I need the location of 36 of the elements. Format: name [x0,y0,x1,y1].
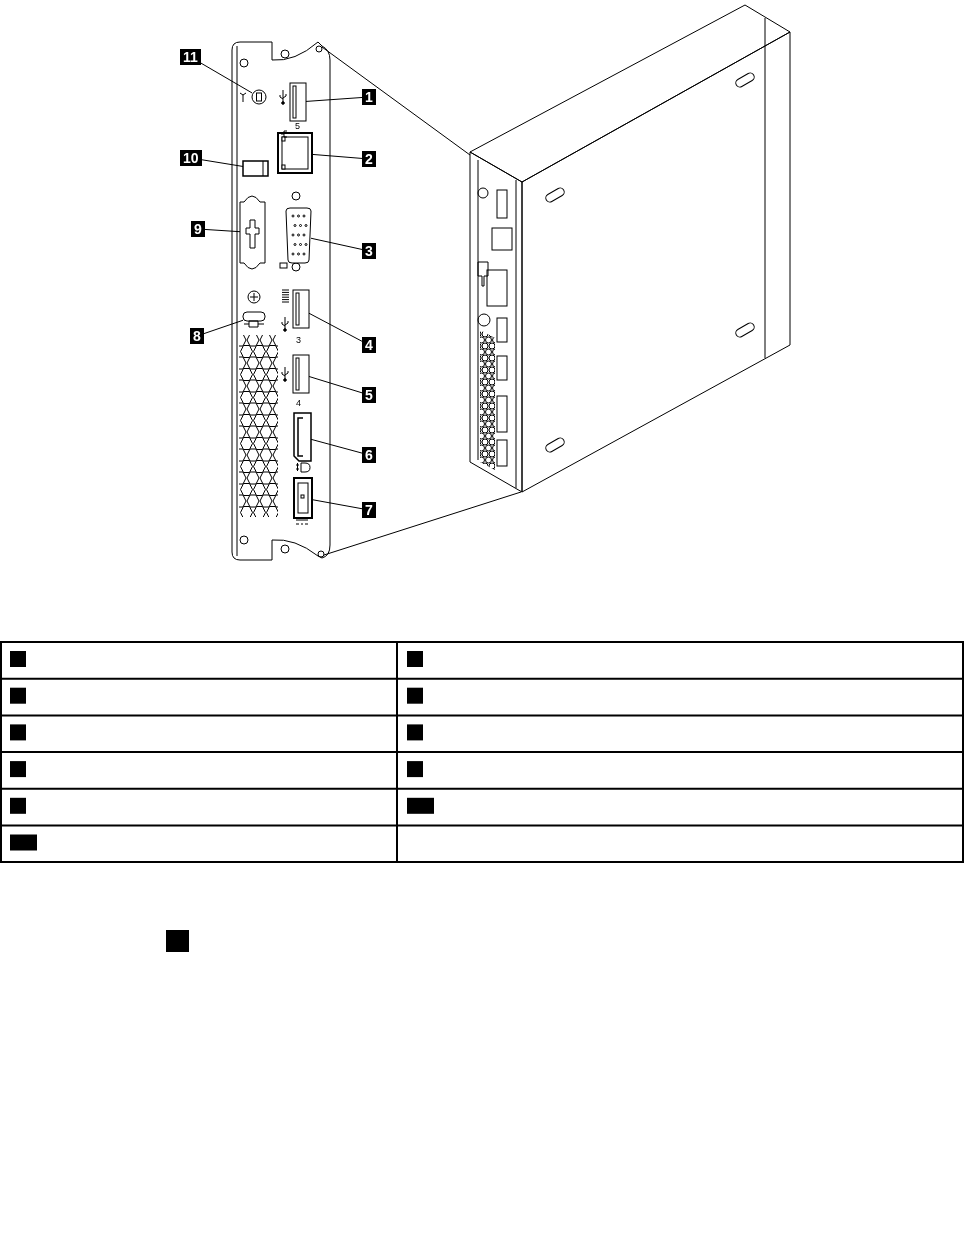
vga-port [285,207,312,264]
callout-number: 2 [362,151,376,167]
leader-line [201,159,244,167]
security-lock-slot [251,89,267,105]
leader-line [308,375,363,394]
usb-port [292,354,310,394]
usb-port [289,82,307,122]
callout-number: 11 [180,49,201,65]
leader-line [308,312,363,342]
callout-number: 1 [362,89,376,105]
security-slot [242,311,266,322]
usb-port [292,289,310,329]
callout-number: 9 [191,221,205,237]
callout-number: 10 [180,150,202,166]
callout-number: 7 [362,502,376,518]
leader-line [200,62,253,94]
ethernet-port [277,132,313,174]
leader-line [310,237,363,250]
port-number: 4 [296,398,301,408]
callout-number: 3 [362,243,376,259]
callout-number: 4 [362,337,376,353]
serial-port-cover [239,195,266,270]
leader-line [311,499,363,510]
callout-number: 6 [362,447,376,463]
displayport-connector [293,412,312,462]
power-connector [293,477,313,519]
leader-line [204,228,241,233]
port-number: 5 [295,121,300,131]
callout-number: 8 [190,328,204,344]
port-number: 3 [296,335,301,345]
callout-number: 5 [362,387,376,403]
leader-line [203,319,244,335]
leader-line [305,97,363,102]
cable-clip [242,160,269,177]
leader-line [311,153,363,159]
leader-line [310,438,363,454]
